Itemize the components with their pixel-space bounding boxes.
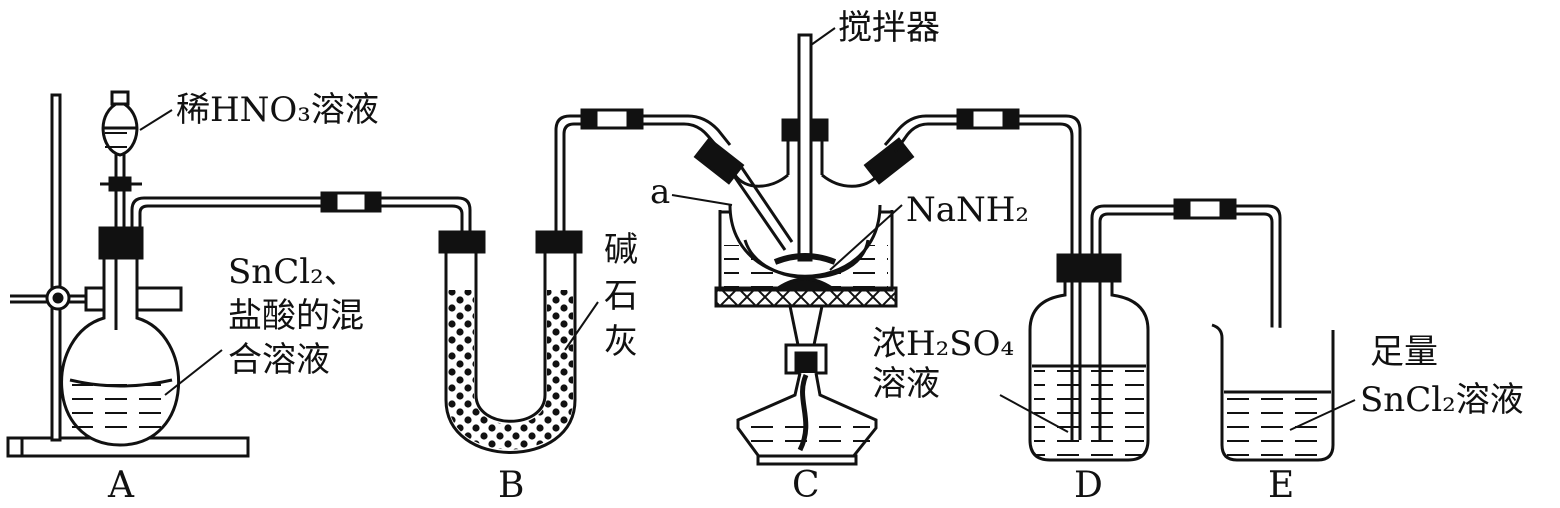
label-hno3: 稀HNO₃溶液 (176, 90, 379, 130)
label-a: a (650, 172, 671, 212)
label-sncl2-mix-line3: 合溶液 (228, 340, 330, 380)
label-soda-lime-3: 灰 (604, 322, 638, 362)
apparatus-a (6, 90, 472, 458)
letter-d: D (1074, 465, 1103, 506)
letter-a: A (108, 465, 134, 506)
apparatus-b (438, 108, 732, 454)
label-sncl2-excess-line2: SnCl₂溶液 (1360, 380, 1524, 420)
label-stirrer: 搅拌器 (838, 8, 940, 48)
label-soda-lime-1: 碱 (604, 230, 638, 270)
label-soda-lime-2: 石 (604, 276, 638, 316)
label-sncl2-excess-line1: 足量 (1370, 332, 1438, 372)
label-leaders (139, 27, 1356, 433)
letter-c: C (792, 465, 820, 506)
label-sncl2-mix-line2: 盐酸的混 (228, 296, 364, 336)
apparatus-e (1211, 323, 1335, 462)
letter-e: E (1268, 465, 1295, 506)
label-h2so4-line1: 浓H₂SO₄ (872, 324, 1015, 364)
apparatus-c (693, 33, 1082, 466)
label-h2so4-line2: 溶液 (872, 364, 940, 404)
label-nanh2: NaNH₂ (906, 190, 1030, 230)
apparatus-d (1028, 198, 1282, 462)
label-sncl2-mix-line1: SnCl₂、 (228, 252, 358, 292)
letter-b: B (498, 465, 525, 506)
